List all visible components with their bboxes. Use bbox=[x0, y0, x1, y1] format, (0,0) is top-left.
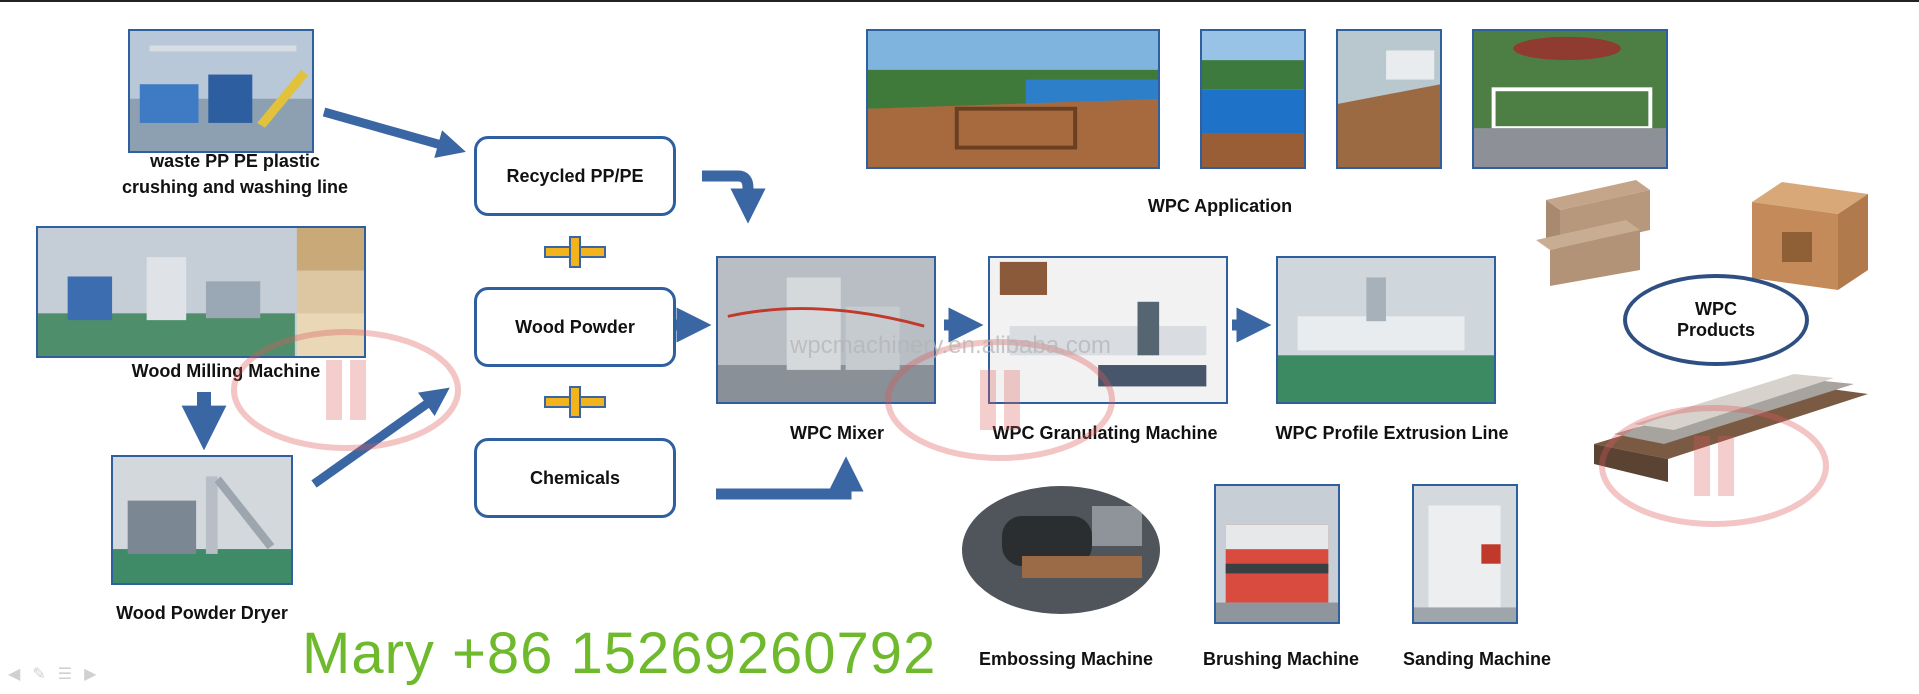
top-border-line bbox=[0, 0, 1919, 2]
brushing-machine-photo bbox=[1214, 484, 1340, 624]
brushing-machine-caption: Brushing Machine bbox=[1202, 649, 1359, 669]
product-hollow-board bbox=[1536, 180, 1650, 286]
nav-menu-icon[interactable]: ☰ bbox=[57, 666, 73, 683]
wood-milling-photo bbox=[36, 226, 366, 358]
wood-dryer-caption: Wood Powder Dryer bbox=[116, 603, 288, 623]
chemicals-box: Chemicals bbox=[474, 438, 676, 518]
wpc-granulating-photo bbox=[988, 256, 1228, 404]
flow-arrow bbox=[322, 107, 466, 158]
application-photo-patio bbox=[1472, 29, 1668, 169]
wpc-products-line2: Products bbox=[1676, 320, 1755, 340]
wood-dryer-photo bbox=[111, 455, 293, 585]
wood-powder-box: Wood Powder bbox=[474, 287, 676, 367]
wpc-granulating-caption: WPC Granulating Machine bbox=[992, 423, 1218, 443]
application-photo-deck-pool bbox=[866, 29, 1160, 169]
wpc-extrusion-caption: WPC Profile Extrusion Line bbox=[1275, 423, 1509, 443]
application-photo-walkway bbox=[1336, 29, 1442, 169]
flow-arrow bbox=[311, 387, 450, 488]
flow-arrow bbox=[702, 170, 766, 224]
product-deck-boards bbox=[1594, 364, 1868, 482]
recycled-ppe-box: Recycled PP/PE bbox=[474, 136, 676, 216]
crushing-line-caption: waste PP PE plastic crushing and washing… bbox=[121, 151, 349, 197]
wpc-mixer-photo bbox=[716, 256, 936, 404]
wpc-mixer-caption: WPC Mixer bbox=[789, 423, 885, 443]
watermark-text: wpcmachinery.en.alibaba.com bbox=[790, 332, 1112, 359]
wood-milling-caption: Wood Milling Machine bbox=[131, 361, 321, 381]
sanding-machine-caption: Sanding Machine bbox=[1402, 649, 1552, 669]
plus-icon bbox=[544, 386, 606, 418]
slideshow-controls: ◀ ✎ ☰ ▶ bbox=[8, 664, 96, 684]
product-square-post bbox=[1742, 182, 1868, 290]
application-photo-pool bbox=[1200, 29, 1306, 169]
plus-icon bbox=[544, 236, 606, 268]
wpc-extrusion-photo bbox=[1276, 256, 1496, 404]
embossing-machine-photo bbox=[962, 486, 1160, 614]
flow-arrow bbox=[716, 456, 864, 500]
wpc-products-line1: WPC bbox=[1695, 299, 1737, 319]
crushing-line-photo bbox=[128, 29, 314, 153]
nav-pen-icon[interactable]: ✎ bbox=[32, 666, 46, 683]
nav-forward-icon[interactable]: ▶ bbox=[84, 666, 97, 683]
embossing-machine-caption: Embossing Machine bbox=[978, 649, 1154, 669]
nav-back-icon[interactable]: ◀ bbox=[8, 666, 21, 683]
wpc-products-label: WPC Products bbox=[1623, 274, 1809, 366]
sanding-machine-photo bbox=[1412, 484, 1518, 624]
wpc-application-label: WPC Application bbox=[1147, 196, 1293, 216]
contact-phone: Mary +86 15269260792 bbox=[302, 621, 937, 686]
